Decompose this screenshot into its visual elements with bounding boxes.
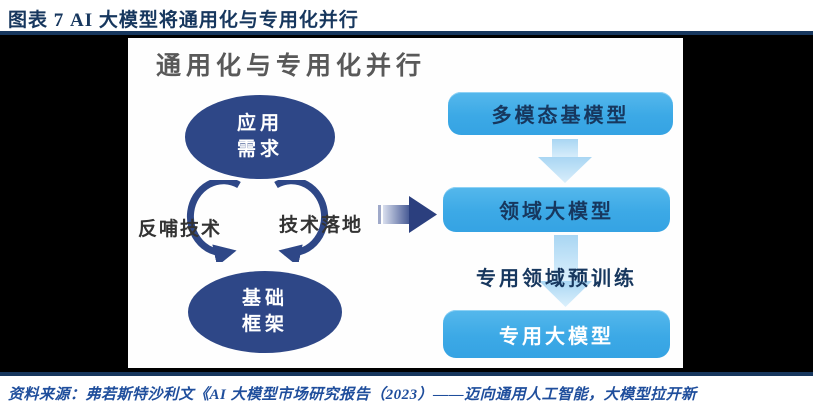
- diagram-title: 通用化与专用化并行: [155, 53, 426, 80]
- figure-canvas: 通用化与专用化并行 应用 需求 反哺技术 技术落地 基础 框架: [0, 35, 813, 372]
- application-demand-line2: 需求: [236, 139, 283, 160]
- top-divider: [0, 31, 813, 35]
- special-domain-pretrain-label: 专用领域预训练: [476, 268, 637, 290]
- cycle-arrows-icon: [186, 180, 329, 262]
- domain-large-model-box: 领域大模型: [443, 187, 670, 232]
- special-large-model-box: 专用大模型: [443, 310, 670, 358]
- down-chevron-icon-1: [538, 139, 592, 183]
- multimodal-base-model-box: 多模态基模型: [448, 92, 673, 135]
- application-demand-ellipse: 应用 需求: [185, 95, 335, 179]
- down-chevron-icon-2: [539, 235, 592, 307]
- basic-framework-line2: 框架: [241, 314, 288, 335]
- feedback-technology-label: 反哺技术: [138, 219, 223, 240]
- source-citation: 资料来源：弗若斯特沙利文《AI 大模型市场研究报告（2023）——迈向通用人工智…: [8, 387, 697, 403]
- right-arrow-icon: [378, 196, 437, 233]
- basic-framework-line1: 基础: [241, 288, 288, 310]
- diagram-panel: 通用化与专用化并行 应用 需求 反哺技术 技术落地 基础 框架: [128, 38, 683, 368]
- technology-landing-label: 技术落地: [279, 215, 364, 236]
- application-demand-line1: 应用: [236, 113, 283, 135]
- basic-framework-ellipse: 基础 框架: [188, 271, 342, 353]
- figure-title: 图表 7 AI 大模型将通用化与专用化并行: [8, 10, 359, 31]
- bottom-divider: [0, 372, 813, 376]
